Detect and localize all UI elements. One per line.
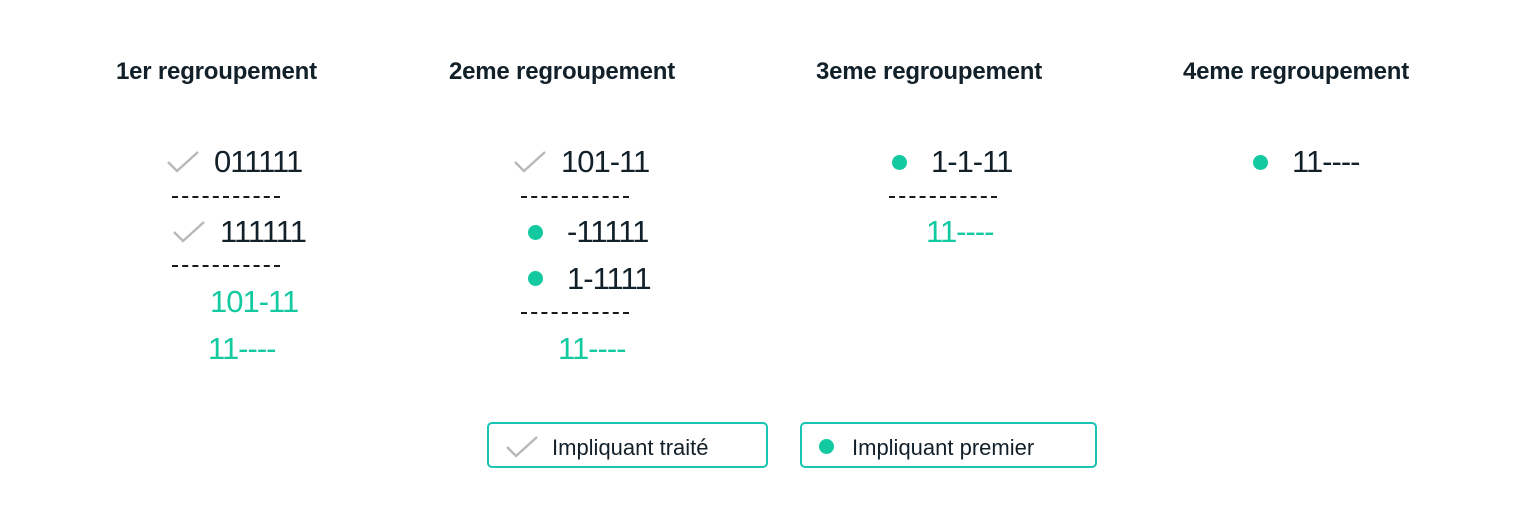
legend-treated: Impliquant traité	[487, 422, 768, 468]
legend-prime-label: Impliquant premier	[852, 435, 1035, 460]
group-separator	[172, 196, 280, 198]
group-separator	[172, 265, 280, 267]
term-111111: 111111	[220, 214, 307, 249]
result-term: 11----	[558, 331, 626, 366]
group-title-3: 3eme regroupement	[816, 58, 1043, 85]
dot-icon	[892, 155, 907, 170]
group-separator	[889, 196, 997, 198]
check-icon	[506, 436, 538, 458]
dot-icon	[819, 439, 834, 454]
group-title-1: 1er regroupement	[116, 58, 317, 85]
group-separator	[521, 312, 629, 314]
group-separator	[521, 196, 629, 198]
result-term: 101-11	[210, 284, 299, 319]
term-1-1111: 1-1111	[567, 261, 652, 296]
check-icon	[173, 221, 205, 243]
result-term: 11----	[926, 214, 994, 249]
dot-icon	[528, 271, 543, 286]
legend-prime: Impliquant premier	[800, 422, 1097, 468]
legend-treated-label: Impliquant traité	[552, 435, 709, 460]
term--11111: -11111	[567, 214, 649, 249]
group-title-2: 2eme regroupement	[449, 58, 676, 85]
term-1-1-11: 1-1-11	[931, 144, 1013, 179]
dot-icon	[528, 225, 543, 240]
dot-icon	[1253, 155, 1268, 170]
term-101-11: 101-11	[561, 144, 650, 179]
group-title-4: 4eme regroupement	[1183, 58, 1410, 85]
check-icon	[167, 151, 199, 173]
result-term: 11----	[208, 331, 276, 366]
term-11----: 11----	[1292, 144, 1360, 179]
check-icon	[514, 151, 546, 173]
term-011111: 011111	[214, 144, 303, 179]
